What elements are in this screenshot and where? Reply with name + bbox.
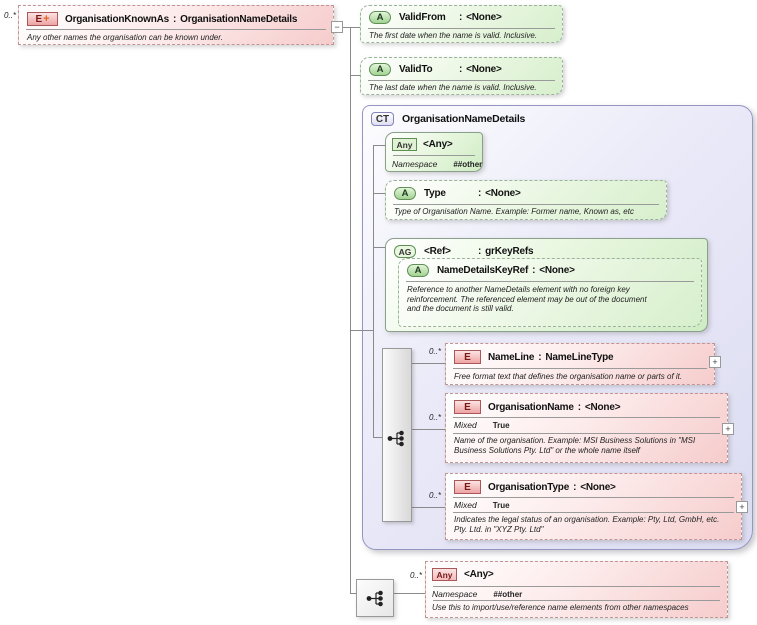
element-title: OrganisationKnownAs:OrganisationNameDeta…: [65, 13, 298, 25]
any-box[interactable]: Any <Any> Namespace##other: [385, 132, 483, 172]
connector-line: [412, 363, 445, 364]
namespace-row: Namespace##other: [392, 159, 483, 169]
connector-line: [343, 27, 360, 28]
connector-line: [373, 193, 385, 194]
occurrence-label: 0..*: [428, 413, 441, 422]
attribute-annotation: The last date when the name is valid. In…: [369, 83, 537, 92]
any-box-bottom[interactable]: Any <Any> Namespace##other Use this to i…: [425, 561, 728, 618]
element-badge: E: [454, 480, 481, 494]
occurrence-label: 0..*: [3, 11, 16, 20]
any-title: <Any>: [423, 139, 453, 150]
expand-toggle[interactable]: +: [736, 501, 748, 513]
any-title: <Any>: [464, 569, 494, 580]
attribute-box-validto[interactable]: A ValidTo:<None> The last date when the …: [360, 57, 563, 95]
element-annotation: Free format text that defines the organi…: [454, 372, 683, 381]
collapse-toggle[interactable]: −: [331, 21, 343, 33]
element-annotation: Indicates the legal status of an organis…: [454, 515, 720, 534]
plus-icon: +: [43, 13, 50, 25]
connector-line: [350, 330, 374, 331]
connector-trunk: [350, 27, 351, 593]
connector-line: [394, 593, 425, 594]
element-badge: E: [454, 350, 481, 364]
sequence-box[interactable]: [356, 579, 394, 617]
sequence-icon: [387, 430, 404, 447]
complex-type-title: OrganisationNameDetails: [402, 113, 526, 125]
attribute-box-validfrom[interactable]: A ValidFrom:<None> The first date when t…: [360, 5, 563, 43]
attribute-annotation: Type of Organisation Name. Example: Form…: [394, 207, 634, 216]
attribute-badge: A: [369, 63, 391, 76]
connector-line: [350, 75, 360, 76]
connector-inner-trunk: [373, 145, 374, 438]
attribute-group-title: <Ref>:grKeyRefs: [424, 246, 534, 257]
attribute-title: ValidFrom:<None>: [399, 12, 502, 23]
expand-toggle[interactable]: +: [722, 423, 734, 435]
attribute-annotation: Reference to another NameDetails element…: [407, 285, 647, 313]
attribute-title: ValidTo:<None>: [399, 64, 502, 75]
sequence-icon: [366, 590, 383, 606]
expand-toggle[interactable]: +: [709, 356, 721, 368]
element-annotation: Use this to import/use/reference name el…: [432, 603, 689, 612]
connector-line: [373, 145, 385, 146]
element-annotation: Name of the organisation. Example: MSI B…: [454, 436, 696, 455]
element-title: OrganisationType:<None>: [488, 481, 616, 493]
occurrence-label: 0..*: [409, 571, 422, 580]
element-badge: E: [454, 400, 481, 414]
attribute-badge: A: [394, 187, 416, 200]
connector-line: [412, 507, 445, 508]
attribute-title: NameDetailsKeyRef:<None>: [437, 265, 575, 276]
attribute-group-badge: AG: [394, 245, 416, 258]
occurrence-label: 0..*: [428, 491, 441, 500]
connector-line: [350, 593, 357, 594]
attribute-badge: A: [369, 11, 391, 24]
occurrence-label: 0..*: [428, 347, 441, 356]
connector-line: [373, 437, 382, 438]
element-box-organisationknownas[interactable]: E+ OrganisationKnownAs:OrganisationNameD…: [18, 5, 334, 45]
element-expandable-badge: E+: [27, 12, 58, 26]
element-title: NameLine:NameLineType: [488, 351, 614, 363]
attribute-badge: A: [407, 264, 429, 277]
any-badge: Any: [432, 568, 457, 581]
attribute-title: Type:<None>: [424, 188, 521, 199]
connector-line: [412, 429, 445, 430]
attribute-box-type[interactable]: A Type:<None> Type of Organisation Name.…: [385, 180, 667, 220]
connector-line: [373, 247, 385, 248]
any-badge: Any: [392, 138, 417, 151]
complex-type-badge: CT: [371, 112, 394, 126]
attribute-annotation: The first date when the name is valid. I…: [369, 31, 538, 40]
namespace-row: Namespace##other: [432, 589, 523, 599]
element-title: OrganisationName:<None>: [488, 401, 621, 413]
sequence-bar[interactable]: [382, 348, 412, 522]
element-box-nameline[interactable]: E NameLine:NameLineType Free format text…: [445, 343, 715, 385]
attribute-box-namedetailskeyref[interactable]: A NameDetailsKeyRef:<None> Reference to …: [398, 258, 702, 327]
element-annotation: Any other names the organisation can be …: [27, 33, 223, 42]
